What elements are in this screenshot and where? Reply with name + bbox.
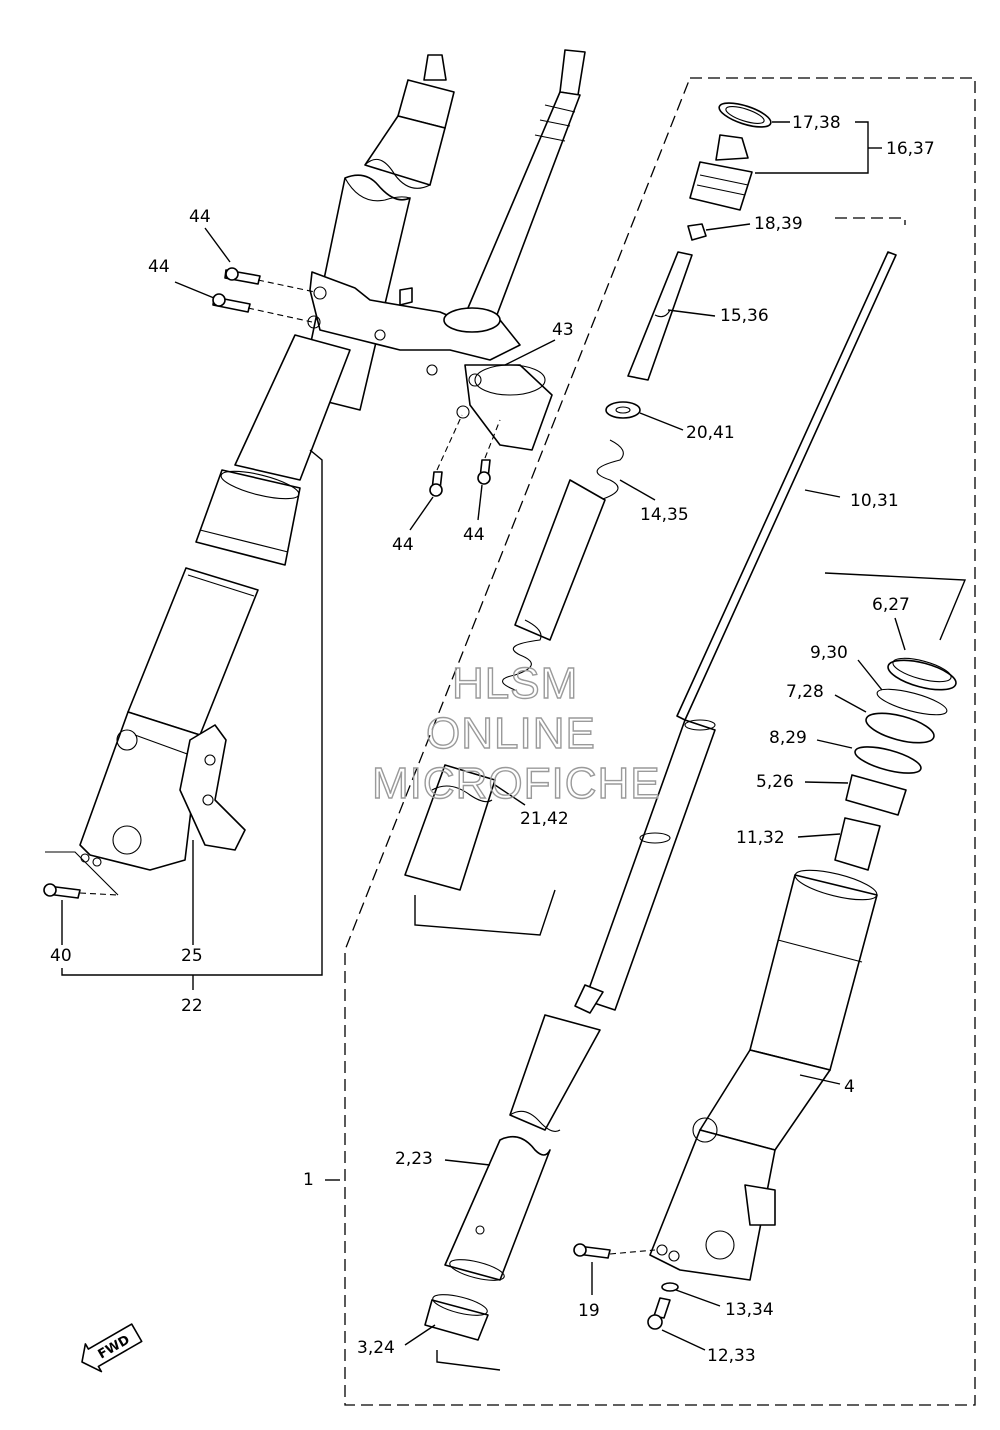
watermark-line-3: MICROFICHE bbox=[372, 759, 661, 808]
label-6-27: 6,27 bbox=[872, 595, 910, 615]
label-8-29: 8,29 bbox=[769, 728, 807, 748]
label-43: 43 bbox=[552, 320, 574, 340]
label-22: 22 bbox=[181, 996, 203, 1016]
label-13-34: 13,34 bbox=[725, 1300, 774, 1320]
steering-stem-43 bbox=[307, 49, 586, 451]
damper-rod-10-31 bbox=[574, 217, 906, 1014]
watermark: HLSM ONLINE MICROFICHE bbox=[371, 658, 661, 808]
fwd-direction-badge: FWD bbox=[81, 1323, 143, 1373]
label-11-32: 11,32 bbox=[736, 828, 785, 848]
spring-14-35 bbox=[501, 439, 656, 691]
label-25: 25 bbox=[181, 946, 203, 966]
label-5-26: 5,26 bbox=[756, 772, 794, 792]
label-44-b: 44 bbox=[148, 257, 170, 277]
label-4: 4 bbox=[844, 1077, 855, 1097]
label-44-a: 44 bbox=[189, 207, 211, 227]
part-labels: 17,38 16,37 18,39 15,36 43 20,41 10,31 1… bbox=[50, 113, 935, 1366]
assembled-fork-22 bbox=[79, 54, 455, 871]
label-19: 19 bbox=[578, 1301, 600, 1321]
nut-18-39 bbox=[687, 223, 751, 241]
seal-kit-6-27-9-30-7-28-8-29-5-26-11-32 bbox=[797, 572, 967, 871]
label-20-41: 20,41 bbox=[686, 423, 735, 443]
label-44-c: 44 bbox=[392, 535, 414, 555]
label-15-36: 15,36 bbox=[720, 306, 769, 326]
bolts-44 bbox=[174, 227, 501, 531]
label-7-28: 7,28 bbox=[786, 682, 824, 702]
label-16-37: 16,37 bbox=[886, 139, 935, 159]
cap-bolt-16-37 bbox=[689, 102, 882, 211]
label-40: 40 bbox=[50, 946, 72, 966]
label-18-39: 18,39 bbox=[754, 214, 803, 234]
watermark-line-1: HLSM bbox=[452, 659, 578, 708]
inner-tube-2-23 bbox=[444, 1014, 601, 1281]
label-3-24: 3,24 bbox=[357, 1338, 395, 1358]
fasteners-19-13-34-12-33 bbox=[573, 1243, 721, 1351]
label-1: 1 bbox=[303, 1170, 314, 1190]
assembly-1-boundary bbox=[344, 77, 976, 1406]
washer-20-41 bbox=[605, 401, 684, 431]
label-9-30: 9,30 bbox=[810, 643, 848, 663]
label-2-23: 2,23 bbox=[395, 1149, 433, 1169]
watermark-line-2: ONLINE bbox=[426, 709, 596, 758]
label-21-42: 21,42 bbox=[520, 809, 569, 829]
label-12-33: 12,33 bbox=[707, 1346, 756, 1366]
spacer-15-36 bbox=[627, 251, 716, 381]
label-17-38: 17,38 bbox=[792, 113, 841, 133]
label-44-d: 44 bbox=[463, 525, 485, 545]
outer-tube-4 bbox=[649, 869, 878, 1281]
bushing-3-24 bbox=[404, 1294, 501, 1371]
inner-tube-21-42 bbox=[404, 764, 556, 936]
label-14-35: 14,35 bbox=[640, 505, 689, 525]
label-10-31: 10,31 bbox=[850, 491, 899, 511]
bolt-40-and-leaders bbox=[43, 449, 340, 1181]
